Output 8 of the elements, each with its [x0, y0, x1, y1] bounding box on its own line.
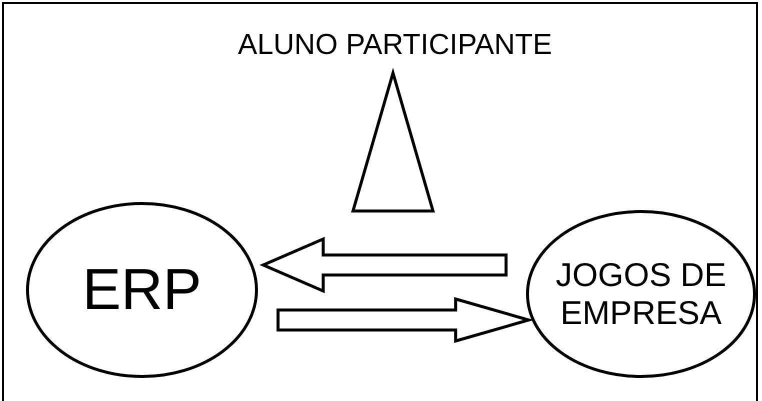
node-label: JOGOS DE EMPRESA	[554, 256, 728, 332]
block-arrow	[351, 68, 435, 212]
node-label: ERP	[82, 256, 202, 324]
block-arrow	[259, 236, 508, 294]
process-ellipse	[526, 210, 756, 378]
heading-label: ALUNO PARTICIPANTE	[238, 29, 552, 63]
block-arrow	[276, 297, 534, 343]
erp-ellipse	[26, 202, 258, 378]
